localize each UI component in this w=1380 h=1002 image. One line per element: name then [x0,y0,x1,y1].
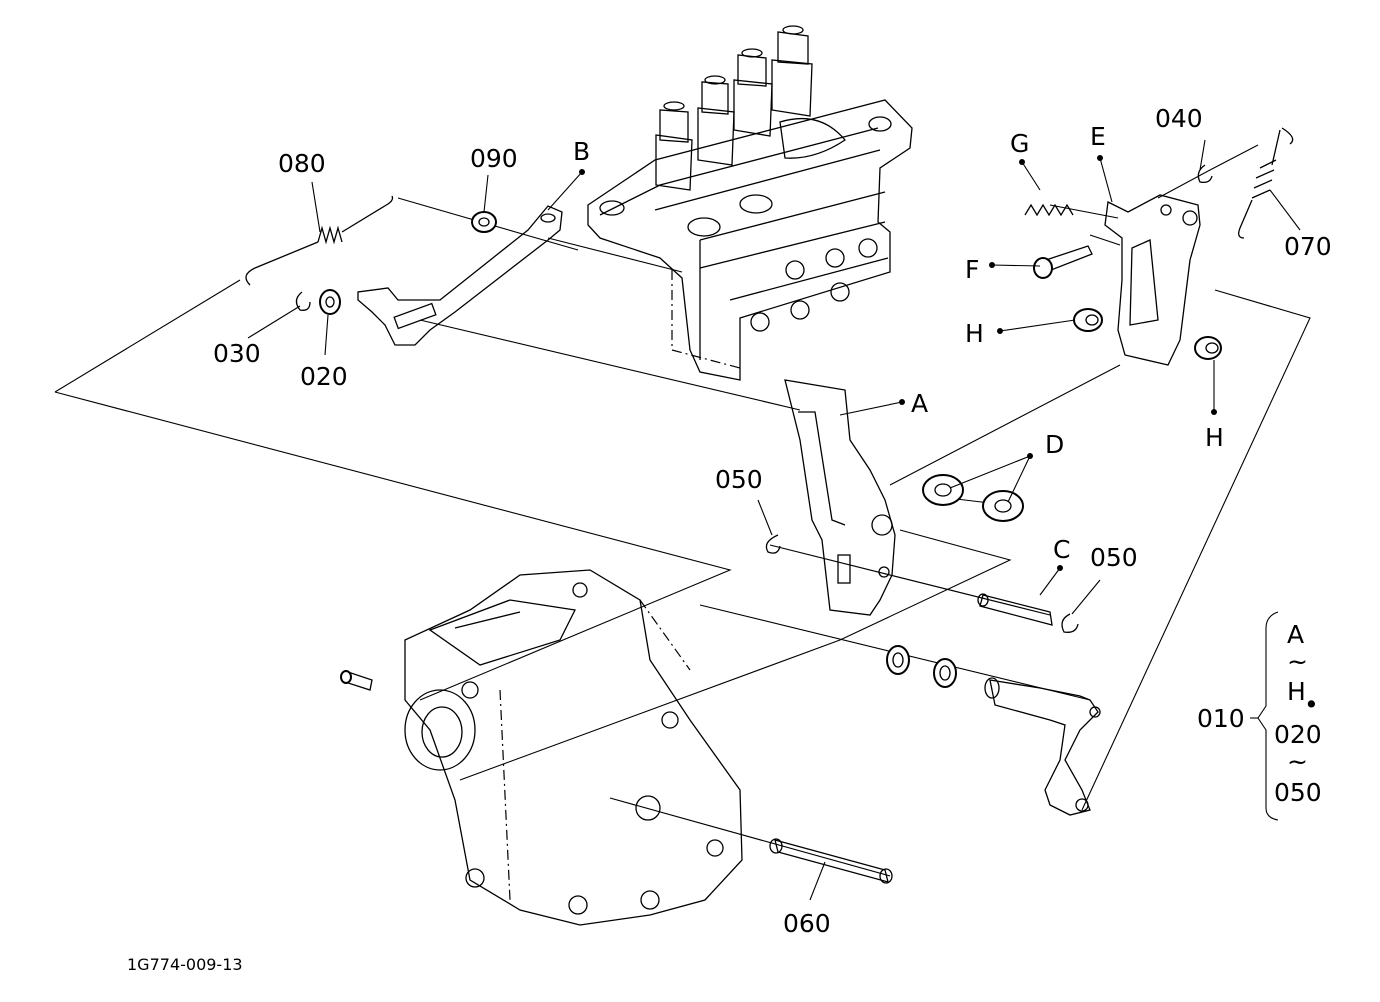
pin-C [977,593,1053,626]
label-080: 080 [278,149,326,178]
label-H-left: H [965,319,984,348]
label-D: D [1045,430,1064,459]
kit-bracket-010: 010 A ~ H • 020 ~ 050 [1197,611,1322,821]
roller-H-left [1073,308,1103,332]
label-leaders [247,139,1301,901]
plate-A [784,379,896,616]
label-E: E [1090,122,1106,151]
spring-070 [1238,127,1294,239]
spring-080 [245,195,394,286]
shaft-060 [769,838,893,884]
lever-E [1104,194,1201,366]
lever-B [357,205,563,346]
kit-tilde-1: ~ [1287,647,1308,676]
washer-shaft-2 [933,658,957,688]
bolt-left [340,670,373,691]
kit-tilde-2: ~ [1287,747,1308,776]
washer-020 [319,289,341,315]
lever-shaft-arm [984,677,1101,816]
kit-from-letter: A [1287,620,1304,649]
label-030: 030 [213,339,261,368]
clip-050-left [765,534,781,554]
label-070: 070 [1284,232,1332,261]
label-G: G [1010,129,1029,158]
roller-D-2 [982,490,1024,522]
label-020: 020 [300,362,348,391]
kit-to-number: 050 [1274,778,1322,807]
label-leader-dots [579,155,1217,571]
kit-to-letter: H [1287,677,1306,706]
label-A: A [911,389,928,418]
label-060: 060 [783,909,831,938]
gear-case [404,569,743,926]
pin-F [1033,245,1093,279]
spring-G [1024,203,1074,217]
label-090: 090 [470,144,518,173]
clip-030 [295,291,311,311]
label-040: 040 [1155,104,1203,133]
roller-D-1 [922,474,964,506]
label-050-left: 050 [715,465,763,494]
kit-from-number: 020 [1274,720,1322,749]
collar-090 [471,211,497,233]
roller-H-right [1194,336,1222,360]
injection-pump [587,25,913,381]
label-H-right: H [1205,423,1224,452]
label-B: B [573,137,590,166]
drawing-code: 1G774-009-13 [127,955,243,974]
label-010: 010 [1197,704,1245,733]
label-C: C [1053,535,1070,564]
kit-dot: • [1304,690,1319,719]
label-F: F [965,255,979,284]
washer-shaft-1 [886,645,910,675]
clip-050-right [1061,613,1079,633]
label-050-right: 050 [1090,543,1138,572]
